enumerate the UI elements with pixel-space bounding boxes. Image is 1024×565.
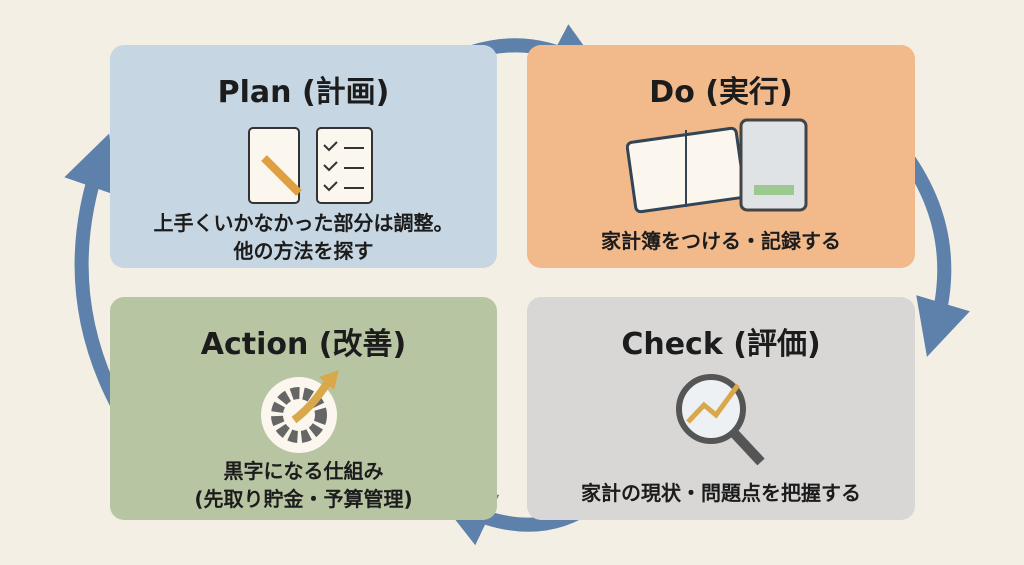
check-title: Check (評価)	[621, 327, 821, 362]
arrow-action-to-plan	[64, 133, 127, 414]
plan-desc-line: 他の方法を探す	[233, 239, 374, 263]
action-desc: 黒字になる仕組み (先取り貯金・予算管理)	[110, 457, 497, 513]
action-desc-line: (先取り貯金・予算管理)	[194, 487, 413, 511]
action-desc-line: 黒字になる仕組み	[223, 459, 384, 483]
plan-box: Plan (計画) 上手くいかなかった部分は調整。 他の方法を探す	[110, 45, 497, 268]
action-title: Action (改善)	[200, 327, 407, 362]
check-box: Check (評価) 家計の現状・問題点を把握する	[527, 297, 915, 520]
notepad-pencil-checklist-icon	[229, 123, 379, 212]
magnifier-chart-icon	[666, 367, 776, 471]
check-desc: 家計の現状・問題点を把握する	[581, 481, 861, 505]
do-desc: 家計簿をつける・記録する	[601, 229, 841, 253]
action-box: Action (改善) 黒字になる仕組み (先取り貯金・予算管理)	[110, 297, 497, 520]
do-box: Do (実行) 家計簿をつける・記録する	[527, 45, 915, 268]
do-title: Do (実行)	[649, 75, 793, 110]
plan-desc: 上手くいかなかった部分は調整。 他の方法を探す	[110, 209, 497, 265]
plan-desc-line: 上手くいかなかった部分は調整。	[153, 211, 454, 235]
notebook-tablet-icon	[625, 115, 816, 219]
gear-up-arrow-icon	[254, 365, 354, 459]
plan-title: Plan (計画)	[217, 75, 390, 110]
